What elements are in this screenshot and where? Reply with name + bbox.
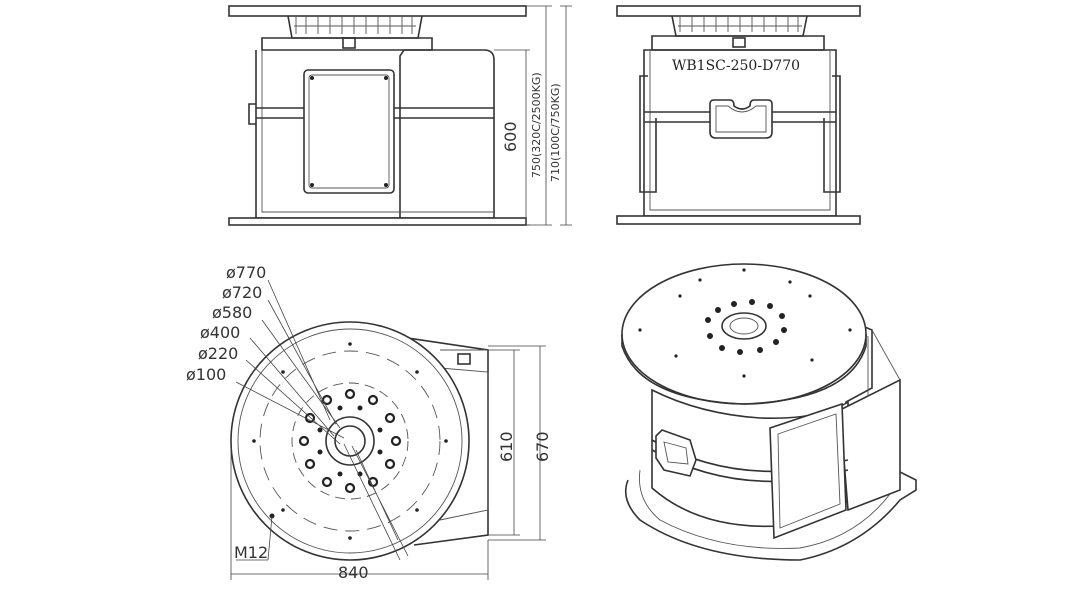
front-base-plate [228, 217, 527, 226]
top-width-dimension [230, 448, 489, 580]
top-leader-lines [235, 279, 409, 561]
side-bolt-ring [671, 15, 808, 37]
side-model-label: WB1SC-250-D770 [672, 58, 800, 74]
depth-outer-label: 670 [533, 431, 552, 462]
dia-580-label: ø580 [212, 303, 252, 322]
top-lid-handle [457, 353, 471, 365]
top-disc-outer [230, 321, 470, 561]
side-view: WB1SC-250-D770 [616, 5, 861, 225]
top-bolt-holes [252, 342, 448, 540]
width-label: 840 [338, 563, 369, 582]
front-lid-handle [342, 37, 356, 49]
front-dimension-lines [494, 5, 572, 226]
front-left-handle [248, 103, 256, 125]
iso-grip [655, 429, 697, 477]
top-dashed-ring-inner [291, 382, 409, 500]
side-lid-handle [732, 37, 746, 48]
dia-220-label: ø220 [198, 344, 238, 363]
front-body [255, 49, 495, 219]
front-view: 600 750(320C/2500KG) 710(100C/750KG) [228, 5, 572, 226]
top-disc-inner [237, 328, 463, 554]
front-access-panel [303, 69, 395, 194]
front-height-dimension: 600 [501, 121, 520, 152]
side-base-plate [616, 215, 861, 225]
top-depth-dimensions [488, 345, 546, 541]
side-table-plate [616, 5, 861, 17]
iso-bolt-holes [638, 268, 852, 378]
depth-inner-label: 610 [497, 431, 516, 462]
dia-400-label: ø400 [200, 323, 240, 342]
top-view: ø770 ø720 ø580 ø400 ø220 ø100 M12 840 61… [186, 263, 552, 582]
top-dashed-ring-outer [259, 350, 441, 532]
top-bore-outer [325, 416, 375, 466]
front-bolt-ring [287, 15, 423, 39]
side-center-grip [709, 99, 773, 139]
iso-bore [721, 312, 767, 340]
iso-view [621, 263, 917, 561]
dia-770-label: ø770 [226, 263, 266, 282]
front-table-plate [228, 5, 527, 17]
side-right-bracket [823, 75, 841, 193]
dia-100-label: ø100 [186, 365, 226, 384]
iso-access-panel [769, 402, 847, 540]
iso-table-edge [621, 334, 867, 405]
side-left-bracket [639, 75, 657, 193]
dia-720-label: ø720 [222, 283, 262, 302]
front-overall-dimension-a: 750(320C/2500KG) [530, 72, 543, 178]
front-overall-dimension-b: 710(100C/750KG) [549, 83, 562, 182]
thread-label: M12 [234, 543, 268, 562]
